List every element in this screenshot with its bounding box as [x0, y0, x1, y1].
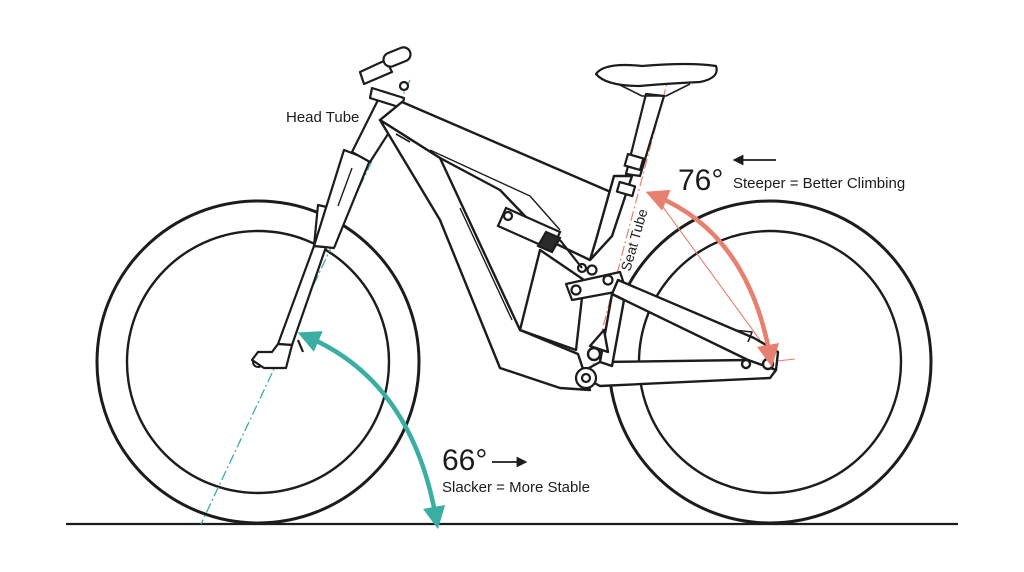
seat-angle-caption: Steeper = Better Climbing [733, 175, 905, 192]
seat-angle-arc [645, 189, 780, 368]
head-angle-value: 66° [442, 444, 487, 477]
head-angle-arc [297, 331, 446, 530]
frame [378, 100, 634, 392]
rear-triangle [576, 278, 780, 388]
rear-shock [496, 206, 588, 274]
head-tube-label: Head Tube [286, 109, 359, 126]
saddle [594, 62, 718, 97]
head-angle-caption: Slacker = More Stable [442, 479, 590, 496]
seat-tube-label: Seat Tube [618, 207, 651, 273]
suspension-fork [250, 148, 372, 370]
seat-angle-value: 76° [678, 164, 723, 197]
bottom-bracket [574, 366, 598, 390]
seatpost [615, 92, 666, 198]
